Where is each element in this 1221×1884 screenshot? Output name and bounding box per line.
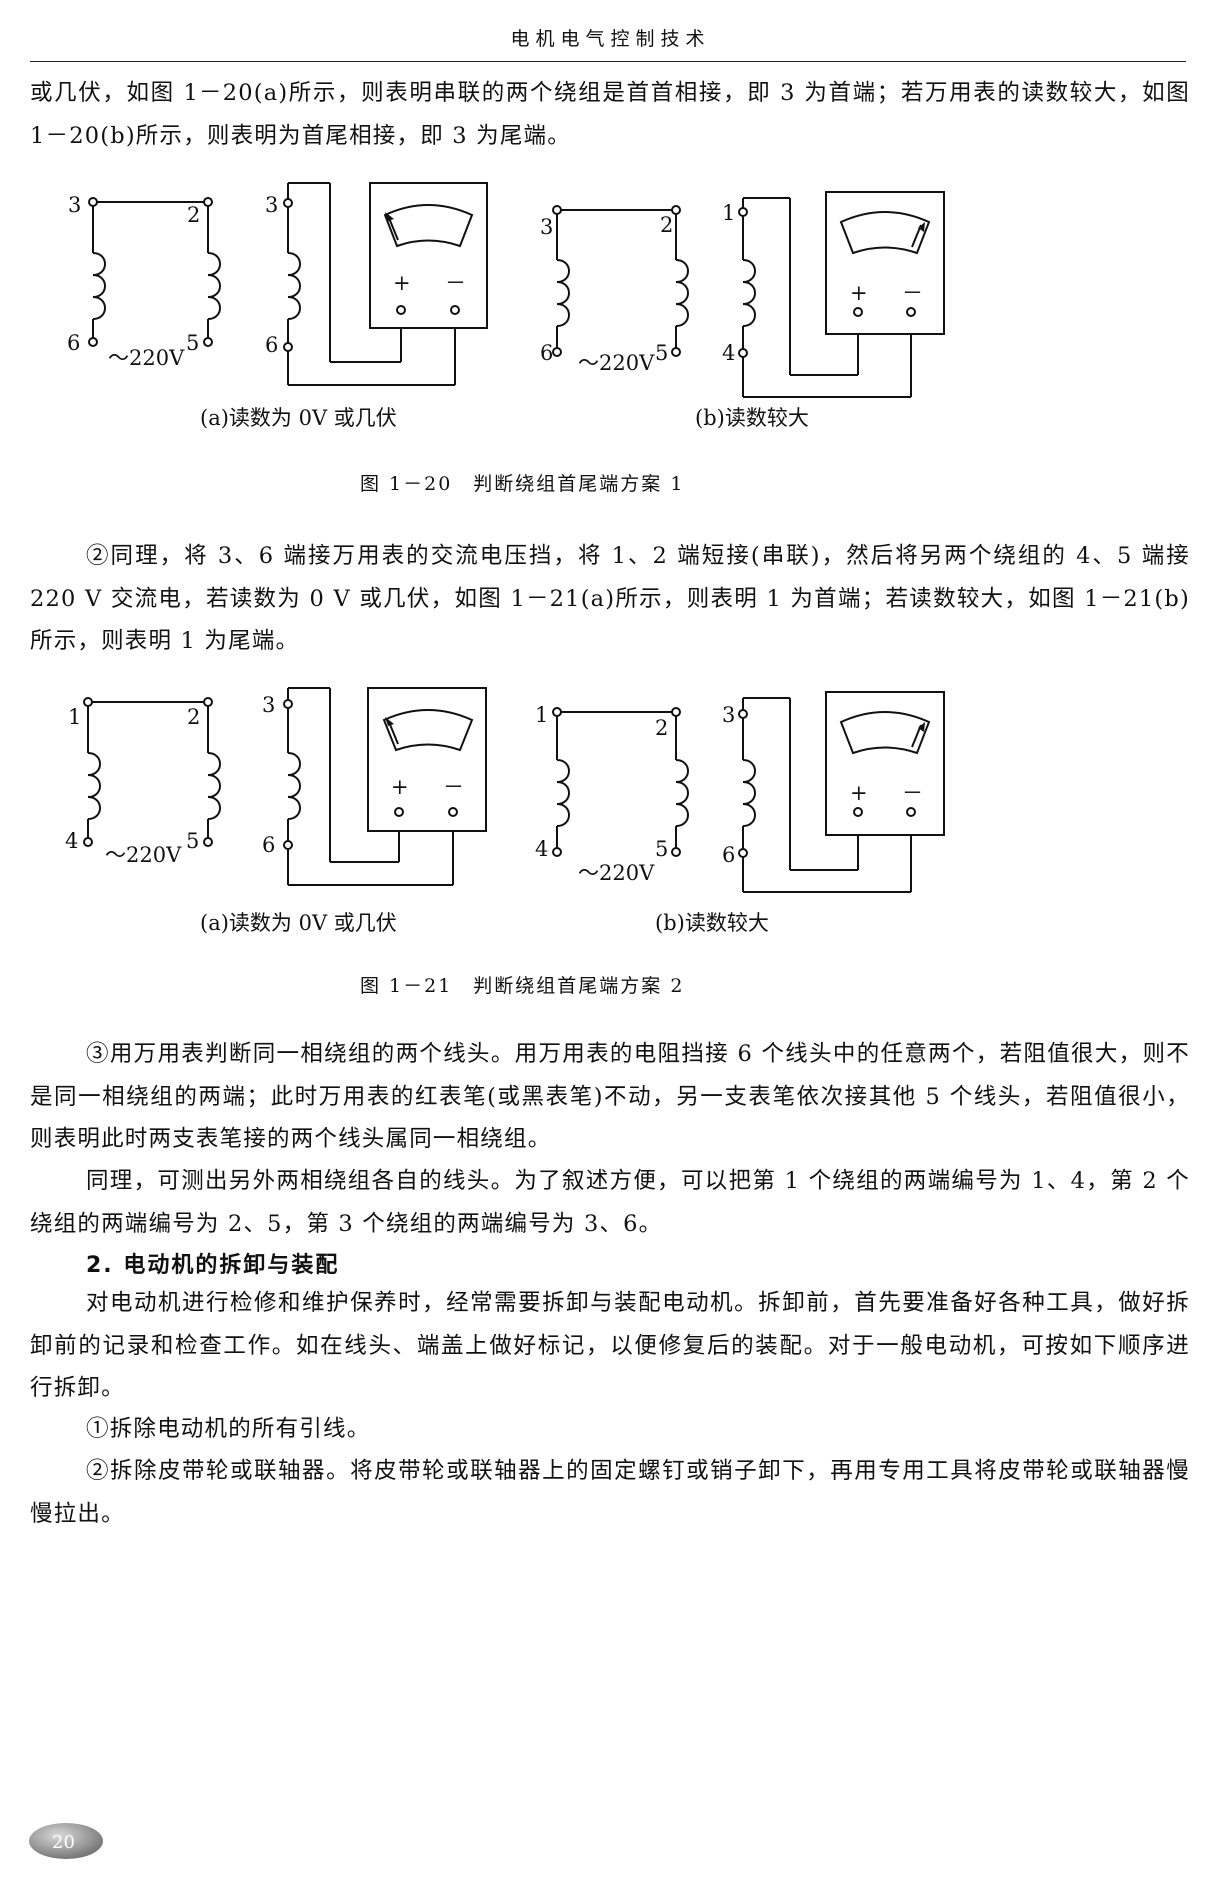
fig20a-term-2: 2 (187, 203, 200, 227)
paragraph-1: 或几伏，如图 1－20(a)所示，则表明串联的两个绕组是首首相接，即 3 为首端… (30, 80, 1190, 149)
fig20b-meter-term-top: 1 (722, 201, 735, 225)
paragraph-3: ③用万用表判断同一相绕组的两个线头。用万用表的电阻挡接 6 个线头中的任意两个，… (30, 1041, 1190, 1152)
fig21a-term-5: 5 (186, 829, 199, 853)
fig20b-plus: + (850, 281, 868, 305)
fig21b-term-5: 5 (655, 837, 668, 861)
fig21a-term-2: 2 (187, 705, 200, 729)
fig21b-meter-circuit (738, 691, 945, 893)
fig20b-windings (552, 205, 689, 357)
fig20a-windings (88, 197, 221, 347)
fig21a-meter-term-top: 3 (262, 693, 275, 717)
fig21a-term-4: 4 (65, 829, 78, 853)
fig21a-minus: － (443, 775, 464, 799)
fig21-subcaption-a: (a)读数为 0V 或几伏 (200, 911, 397, 935)
fig20-caption: 图 1－20 判断绕组首尾端方案 1 (360, 473, 684, 495)
header-title: 电机电气控制技术 (510, 28, 711, 50)
paragraph-2: ②同理，将 3、6 端接万用表的交流电压挡，将 1、2 端短接(串联)，然后将另… (30, 543, 1190, 654)
fig20a-term-5: 5 (186, 331, 199, 355)
fig21b-term-4: 4 (535, 837, 548, 861)
fig20a-term-6: 6 (67, 331, 80, 355)
figure-1-21: 1 2 4 5 ～220V 3 6 + － 1 2 4 5 (65, 687, 945, 997)
section-heading-2: 2. 电动机的拆卸与装配 (86, 1253, 340, 1278)
page-number-badge: 20 (29, 1823, 103, 1859)
fig20b-voltage: ～220V (578, 351, 655, 375)
paragraph-7: ②拆除皮带轮或联轴器。将皮带轮或联轴器上的固定螺钉或销子卸下，再用专用工具将皮带… (30, 1458, 1190, 1527)
fig20a-term-3: 3 (68, 193, 81, 217)
fig21a-voltage: ～220V (105, 843, 182, 867)
fig21b-voltage: ～220V (578, 861, 655, 885)
fig20-subcaption-a: (a)读数为 0V 或几伏 (200, 406, 397, 430)
page-header: 电机电气控制技术 (0, 0, 1221, 62)
fig21a-meter-term-bottom: 6 (262, 833, 275, 857)
paragraph-4: 同理，可测出另外两相绕组各自的线头。为了叙述方便，可以把第 1 个绕组的两端编号… (30, 1168, 1190, 1237)
fig20a-meter-term-bottom: 6 (265, 333, 278, 357)
figure-1-20: 3 2 6 5 ～220V 3 6 + － 3 2 6 (67, 182, 945, 495)
fig20b-meter-circuit (738, 191, 945, 398)
fig20a-plus: + (393, 271, 411, 295)
fig20b-term-6: 6 (540, 341, 553, 365)
fig20a-minus: － (445, 271, 466, 295)
fig21a-term-1: 1 (68, 705, 81, 729)
fig21b-term-2: 2 (655, 716, 668, 740)
fig20b-meter-term-bottom: 4 (722, 341, 735, 365)
fig21b-meter-term-top: 3 (722, 703, 735, 727)
fig21b-term-1: 1 (535, 703, 548, 727)
fig20b-term-3: 3 (540, 215, 553, 239)
fig21a-meter-circuit (283, 687, 487, 886)
fig20a-meter-circuit (283, 182, 488, 386)
fig20-subcaption-b: (b)读数较大 (695, 406, 809, 430)
fig20a-meter-term-top: 3 (265, 193, 278, 217)
fig21a-windings (83, 697, 221, 847)
fig21b-minus: － (902, 781, 923, 805)
fig21a-plus: + (391, 775, 409, 799)
fig20b-term-5: 5 (655, 341, 668, 365)
fig20b-minus: － (902, 281, 923, 305)
page-number: 20 (52, 1832, 75, 1853)
fig20a-voltage: ～220V (108, 346, 185, 370)
paragraph-6: ①拆除电动机的所有引线。 (86, 1416, 371, 1442)
fig21-subcaption-b: (b)读数较大 (655, 911, 769, 935)
fig20b-term-2: 2 (660, 213, 673, 237)
fig21-caption: 图 1－21 判断绕组首尾端方案 2 (360, 975, 684, 997)
fig21b-meter-term-bottom: 6 (722, 843, 735, 867)
header-rule (30, 61, 1186, 62)
fig21b-plus: + (850, 781, 868, 805)
paragraph-5: 对电动机进行检修和维护保养时，经常需要拆卸与装配电动机。拆卸前，首先要准备好各种… (30, 1290, 1190, 1401)
fig21b-windings (552, 707, 689, 857)
